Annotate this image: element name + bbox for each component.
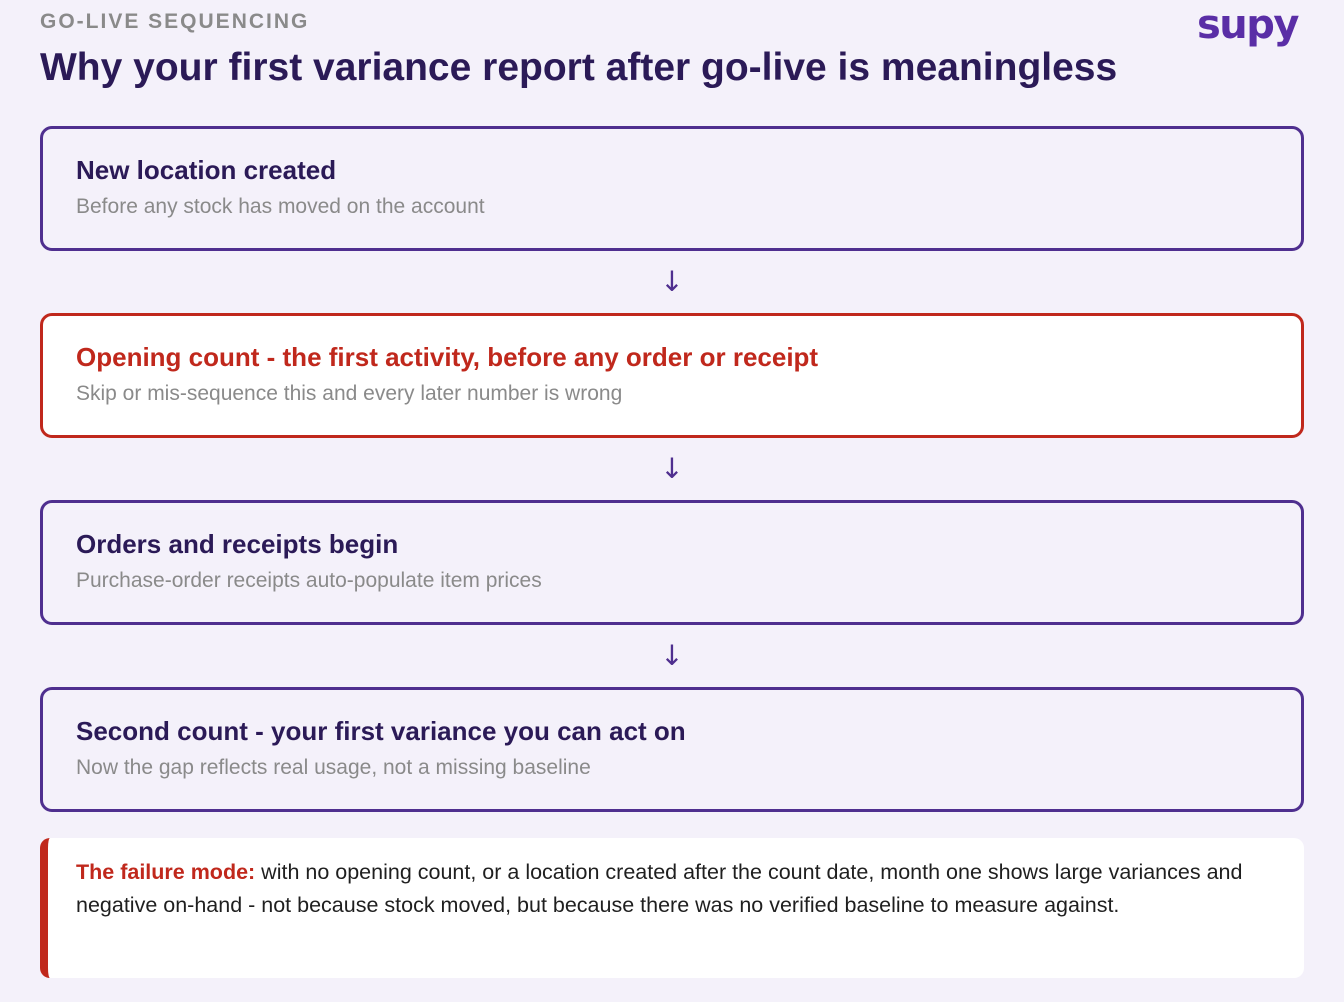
- sequence-flow: New location created Before any stock ha…: [40, 126, 1304, 812]
- supy-logo: supy: [1197, 2, 1300, 48]
- step-opening-count: Opening count - the first activity, befo…: [40, 313, 1304, 438]
- step-second-count: Second count - your first variance you c…: [40, 687, 1304, 812]
- callout-lead: The failure mode:: [76, 860, 256, 884]
- step-description: Skip or mis-sequence this and every late…: [76, 382, 623, 405]
- page-title: Why your first variance report after go-…: [40, 46, 1118, 89]
- arrow-down-icon: ↓: [660, 639, 684, 672]
- step-title: New location created: [76, 155, 337, 185]
- step-new-location: New location created Before any stock ha…: [40, 126, 1304, 251]
- failure-mode-callout: The failure mode: with no opening count,…: [40, 838, 1304, 978]
- eyebrow-label: GO-LIVE SEQUENCING: [40, 10, 310, 33]
- arrow-down-icon: ↓: [660, 265, 684, 298]
- step-title: Opening count - the first activity, befo…: [76, 342, 819, 372]
- callout-body: with no opening count, or a location cre…: [76, 860, 1243, 917]
- step-title: Orders and receipts begin: [76, 529, 399, 559]
- step-description: Now the gap reflects real usage, not a m…: [76, 756, 591, 779]
- step-description: Before any stock has moved on the accoun…: [76, 195, 485, 218]
- step-title: Second count - your first variance you c…: [76, 716, 686, 746]
- step-description: Purchase-order receipts auto-populate it…: [76, 569, 542, 592]
- arrow-down-icon: ↓: [660, 452, 684, 485]
- step-orders-receipts: Orders and receipts begin Purchase-order…: [40, 500, 1304, 625]
